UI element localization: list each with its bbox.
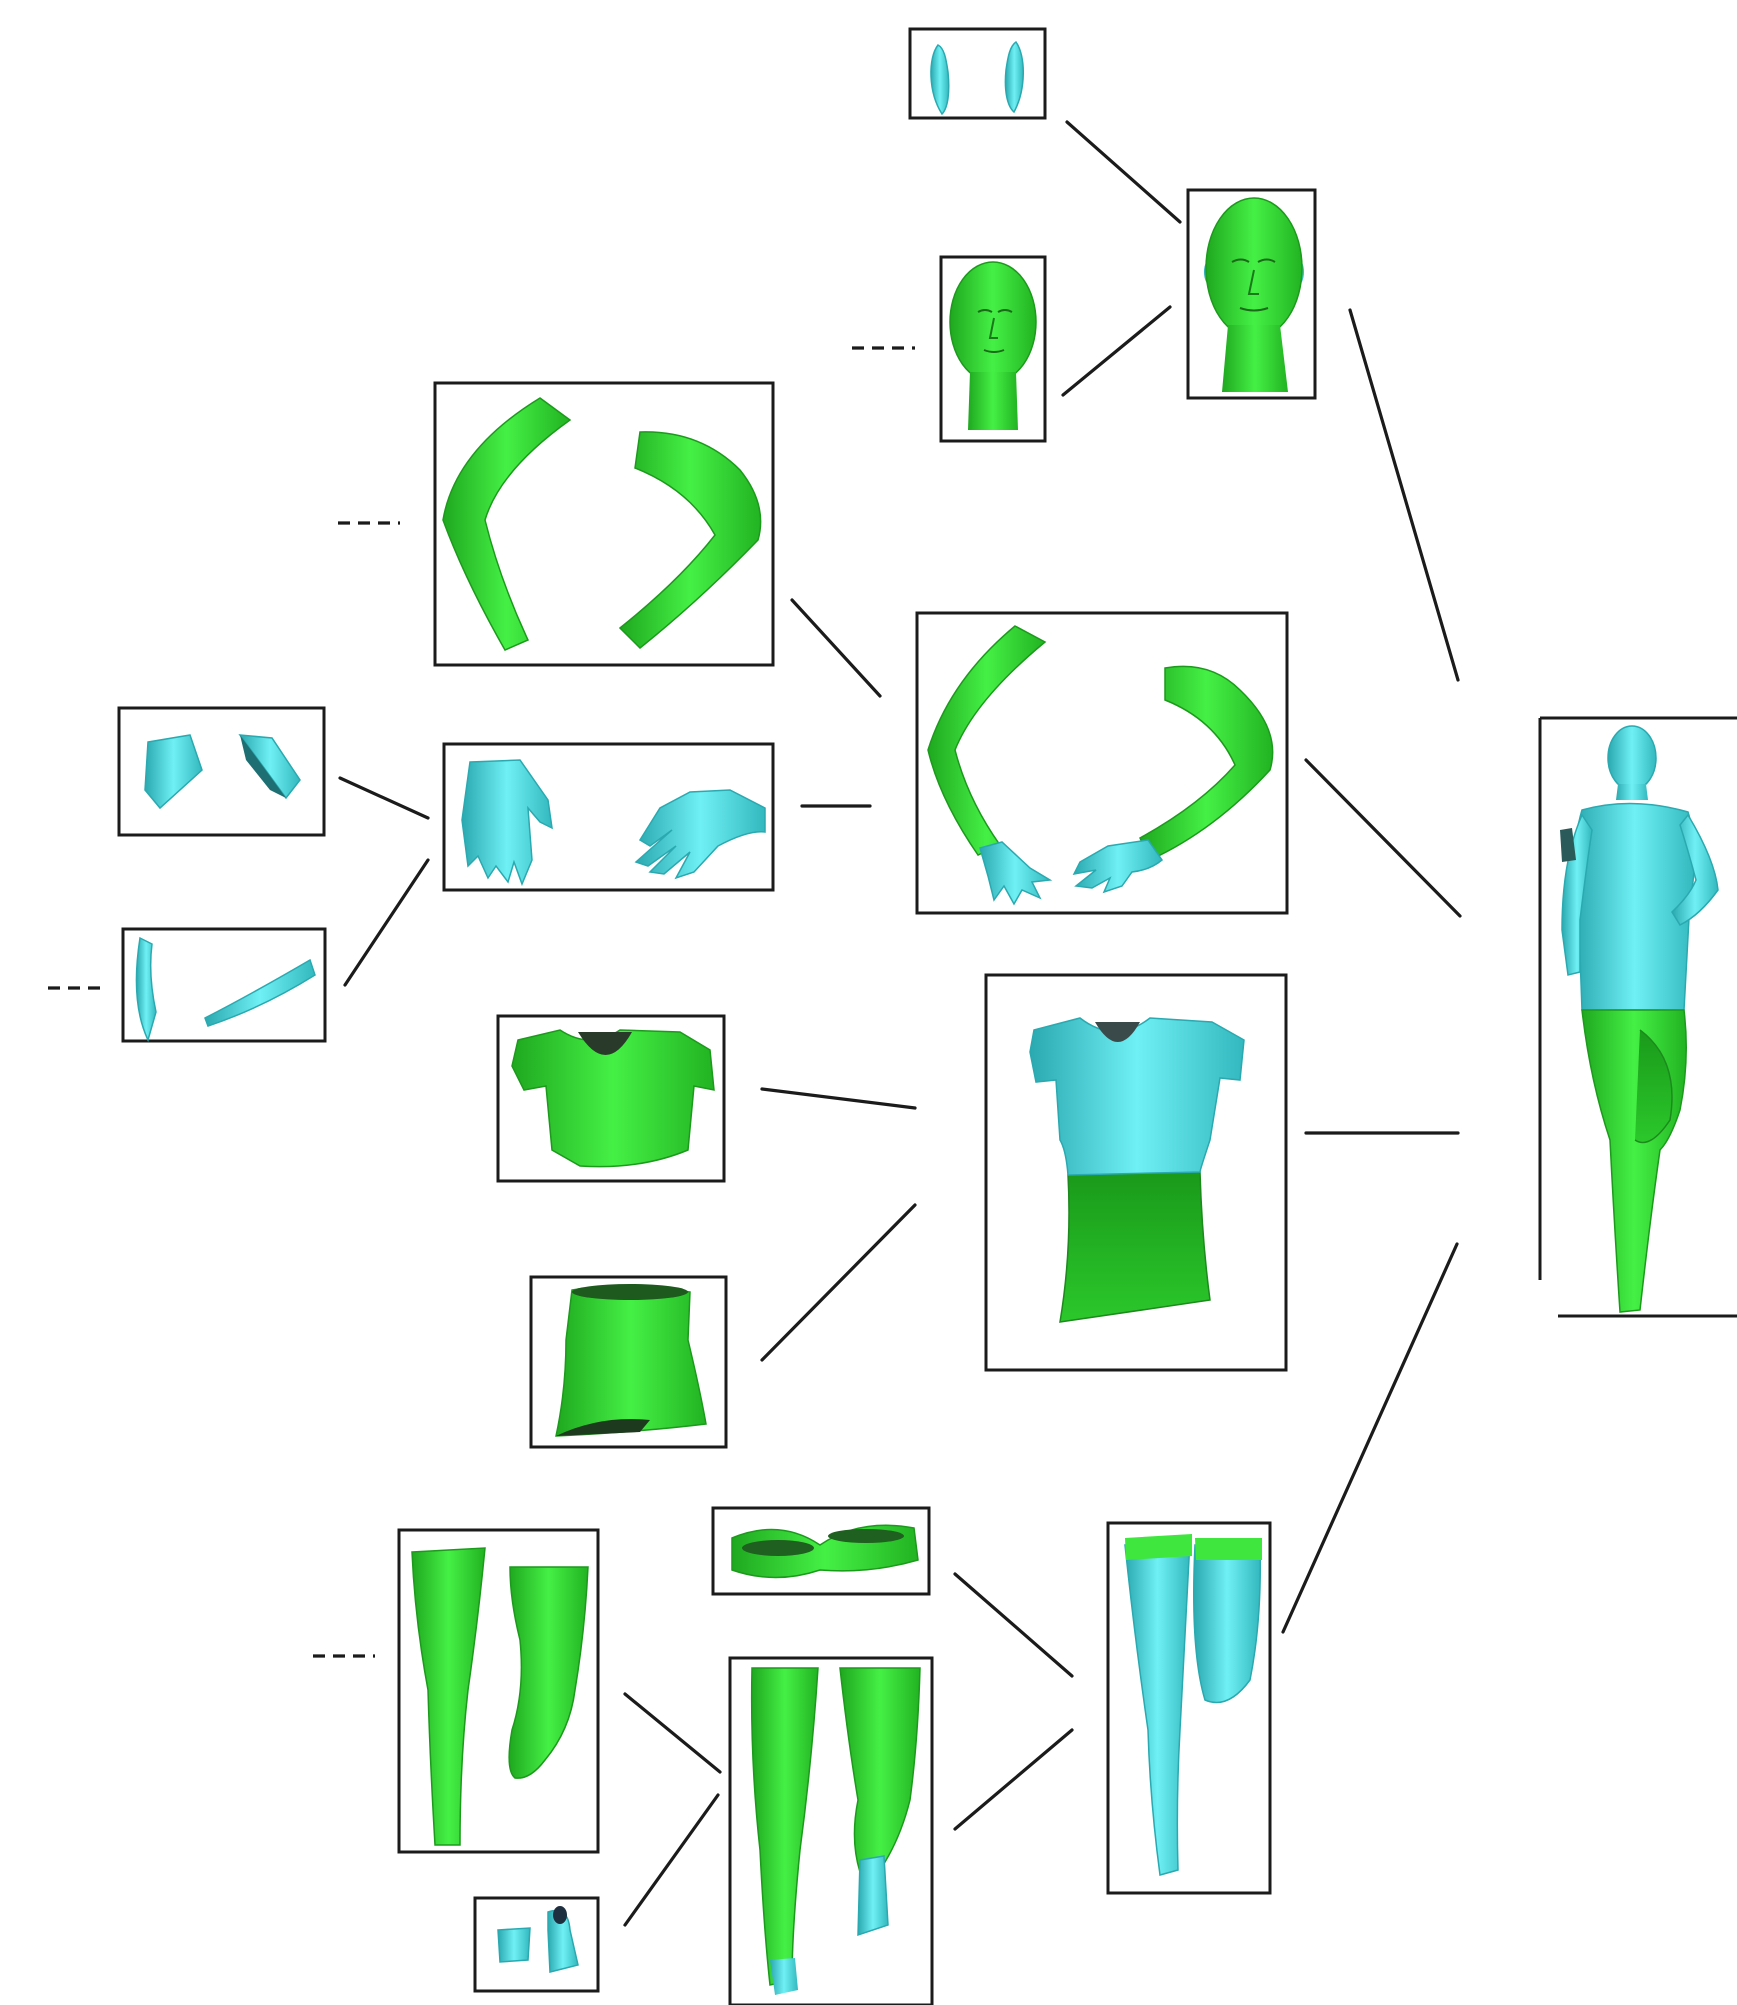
node-full-arms xyxy=(917,613,1287,913)
link-fingers-hands xyxy=(345,860,428,985)
link-lowertorso-torso xyxy=(762,1205,915,1360)
node-head xyxy=(1188,190,1315,398)
link-upperlegs-legparts xyxy=(625,1694,720,1772)
node-bald-head xyxy=(941,257,1045,441)
node-leg-parts xyxy=(730,1658,932,2005)
node-ears xyxy=(910,29,1045,118)
waist-icon xyxy=(556,1284,706,1436)
link-ears-head xyxy=(1067,122,1180,222)
node-hands xyxy=(444,744,773,890)
link-hipband-legs xyxy=(955,1574,1072,1676)
link-uppertorso-torso xyxy=(762,1089,915,1108)
full-body-icon xyxy=(1560,726,1718,1312)
link-head-body xyxy=(1350,310,1458,680)
node-legs xyxy=(1108,1523,1270,1893)
link-arms-body xyxy=(1306,760,1460,916)
link-baldhead-head xyxy=(1063,307,1170,395)
node-feet-parts xyxy=(475,1898,598,1991)
node-torso xyxy=(986,975,1286,1370)
link-upperarms-arms xyxy=(792,600,880,696)
node-upper-arms xyxy=(435,383,773,665)
node-full-body xyxy=(1540,718,1737,1316)
link-legs-body xyxy=(1283,1244,1457,1632)
link-legparts-legs xyxy=(955,1730,1072,1829)
link-handchunks-hands xyxy=(340,778,428,818)
node-upper-legs xyxy=(399,1530,598,1852)
node-upper-torso xyxy=(498,1016,724,1181)
node-fingers xyxy=(123,929,325,1041)
node-hand-chunks xyxy=(119,708,324,835)
node-hip-band xyxy=(713,1508,929,1594)
link-feet-legparts xyxy=(625,1795,718,1925)
node-lower-torso xyxy=(531,1277,726,1447)
